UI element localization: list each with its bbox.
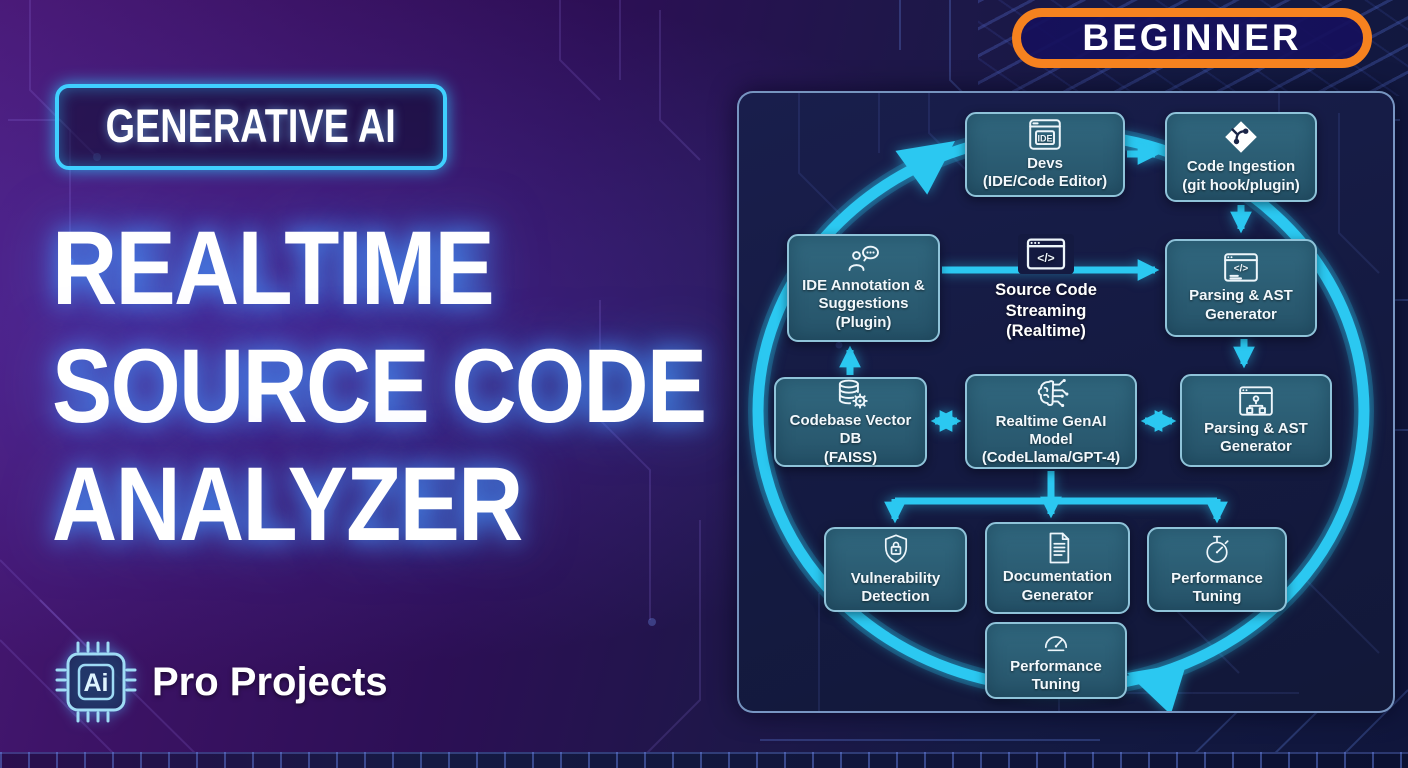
node-vulnerability-detection: Vulnerability Detection <box>824 527 967 612</box>
node-title: Performance <box>1171 569 1263 587</box>
title-line-1: REALTIME <box>52 210 495 327</box>
node-title: Parsing & AST <box>1204 419 1308 437</box>
node-parsing-ast-right: Parsing & AST Generator <box>1180 374 1332 467</box>
label-source-code-streaming: </> Source Code Streaming (Realtime) <box>955 234 1137 342</box>
node-subtitle: Tuning <box>1192 588 1242 605</box>
ai-chip-icon: Ai <box>54 640 138 724</box>
node-title: Documentation <box>1002 568 1113 586</box>
loop-arrowhead-bottom <box>1127 662 1187 711</box>
beginner-badge-label: BEGINNER <box>1082 17 1302 58</box>
loop-arrowhead-top <box>895 141 955 195</box>
stopwatch-icon <box>1201 533 1233 567</box>
node-title: IDE Annotation & Suggestions <box>802 277 925 313</box>
label-subtitle: (Realtime) <box>1006 322 1086 341</box>
node-code-ingestion: Code Ingestion (git hook/plugin) <box>1165 112 1317 202</box>
shield-lock-icon <box>880 533 912 567</box>
node-subtitle: (IDE/Code Editor) <box>982 173 1108 190</box>
node-subtitle: Detection <box>861 588 930 605</box>
ai-brain-icon <box>1032 376 1070 410</box>
node-title: Parsing & AST <box>1189 287 1293 305</box>
node-title: Code Ingestion <box>1186 158 1296 176</box>
node-subtitle: (FAISS) <box>823 448 878 466</box>
sitemap-window-icon <box>1237 385 1275 417</box>
node-performance-tuning-bottom: Performance Tuning <box>985 622 1127 699</box>
node-devs: IDE Devs (IDE/Code Editor) <box>965 112 1125 197</box>
chat-person-icon <box>846 244 882 274</box>
main-title: REALTIME SOURCE CODE ANALYZER <box>52 210 707 564</box>
node-subtitle: Generator <box>1220 438 1292 455</box>
node-subtitle: (Plugin) <box>835 313 892 331</box>
node-subtitle: Tuning <box>1031 676 1081 693</box>
node-genai-model: Realtime GenAI Model (CodeLlama/GPT-4) <box>965 374 1137 469</box>
beginner-badge: BEGINNER <box>1012 8 1372 68</box>
database-gear-icon <box>834 377 868 409</box>
title-line-2: SOURCE CODE <box>52 328 707 445</box>
node-subtitle: Generator <box>1021 586 1094 604</box>
document-icon <box>1043 531 1073 565</box>
node-title: Devs <box>1027 154 1063 172</box>
node-title: Codebase Vector DB <box>789 412 912 448</box>
node-title: Vulnerability <box>850 569 941 587</box>
node-title: Realtime GenAI Model <box>995 412 1107 448</box>
ide-window-icon: IDE <box>1026 118 1064 152</box>
brand-logo: Ai Pro Projects <box>54 640 388 724</box>
node-ide-annotation: IDE Annotation & Suggestions (Plugin) <box>787 234 940 342</box>
node-subtitle: Generator <box>1205 305 1277 323</box>
node-title: Performance <box>1010 657 1102 675</box>
git-icon <box>1223 119 1259 155</box>
bottom-strip <box>0 752 1408 768</box>
code-icon-text: </> <box>1234 264 1249 275</box>
kicker-label: GENERATIVE AI <box>105 100 397 153</box>
chip-label: Ai <box>84 669 109 697</box>
gauge-icon <box>1040 627 1072 655</box>
node-subtitle: (git hook/plugin) <box>1182 176 1300 194</box>
generative-ai-kicker: GENERATIVE AI <box>55 84 447 170</box>
code-icon-text: </> <box>1037 251 1054 265</box>
node-codebase-vector-db: Codebase Vector DB (FAISS) <box>774 377 927 467</box>
ide-icon-text: IDE <box>1038 133 1053 143</box>
node-performance-tuning-right: Performance Tuning <box>1147 527 1287 612</box>
diagram-panel: IDE Devs (IDE/Code Editor) Code Ingestio… <box>737 91 1395 713</box>
node-subtitle: (CodeLlama/GPT-4) <box>981 449 1121 467</box>
label-title: Source Code Streaming <box>995 281 1097 320</box>
node-parsing-ast-top: </> Parsing & AST Generator <box>1165 239 1317 337</box>
brand-name: Pro Projects <box>152 659 388 704</box>
node-documentation-generator: Documentation Generator <box>985 522 1130 614</box>
code-window-icon: </> <box>1018 234 1074 274</box>
title-line-3: ANALYZER <box>52 446 523 563</box>
code-window-icon: </> <box>1222 252 1260 284</box>
